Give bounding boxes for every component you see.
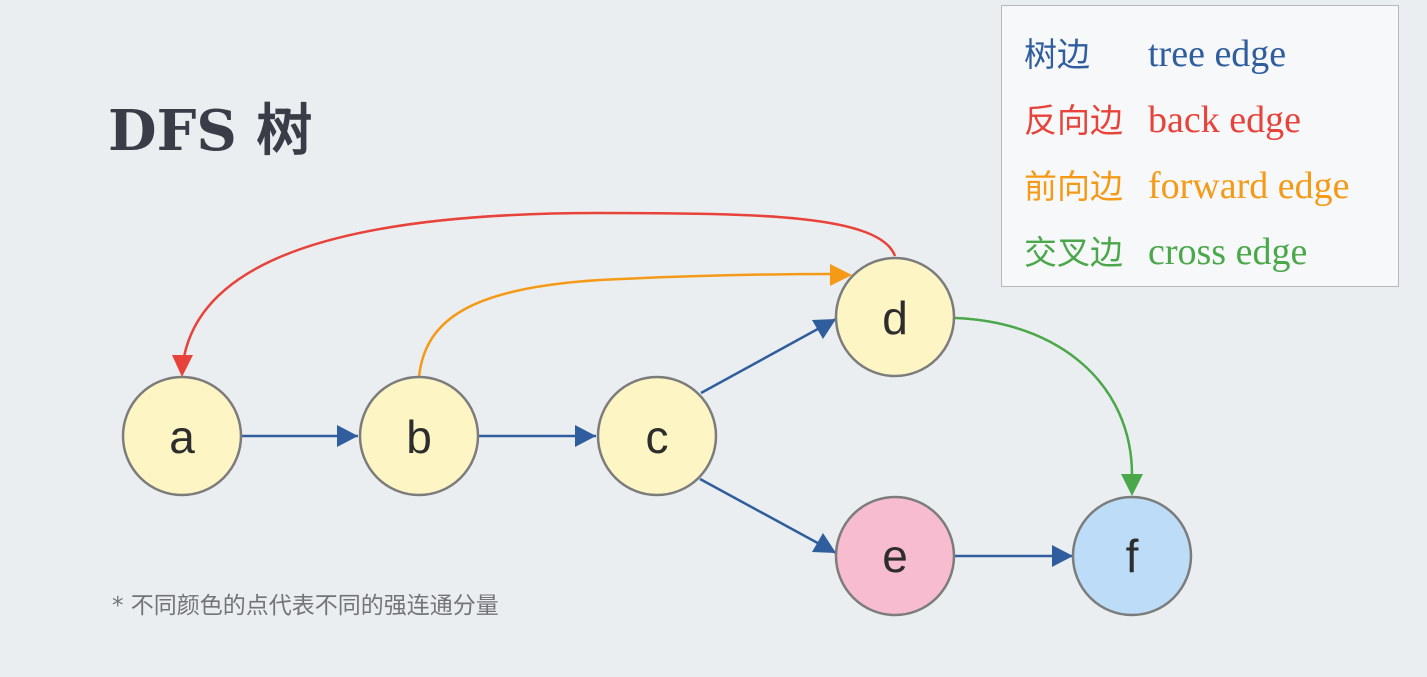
node-c: c bbox=[596, 375, 718, 497]
node-label: c bbox=[646, 411, 669, 463]
node-f: f bbox=[1071, 495, 1193, 617]
node-label: e bbox=[882, 530, 908, 582]
arrowhead-a-b bbox=[337, 425, 358, 447]
node-d: d bbox=[834, 256, 956, 378]
edge-c-d bbox=[700, 317, 837, 395]
arrowhead-b-d bbox=[830, 264, 852, 286]
legend-zh-label: 树边 bbox=[1024, 35, 1090, 74]
legend-item-cross-edge: 交叉边 cross edge bbox=[1024, 227, 1307, 277]
node-b: b bbox=[358, 375, 480, 497]
edge-b-d bbox=[417, 272, 833, 378]
node-circle bbox=[834, 495, 956, 617]
edges bbox=[172, 211, 1143, 567]
legend-item-forward-edge: 前向边 forward edge bbox=[1024, 161, 1350, 211]
edge-d-f bbox=[954, 316, 1134, 476]
edge-c-e bbox=[699, 477, 837, 555]
legend-en-label: forward edge bbox=[1148, 165, 1350, 207]
node-label: d bbox=[882, 292, 908, 344]
legend-zh-label: 前向边 bbox=[1024, 167, 1123, 206]
legend-zh-label: 反向边 bbox=[1024, 101, 1123, 140]
node-circle bbox=[358, 375, 480, 497]
arrowhead-e-f bbox=[1052, 545, 1073, 567]
legend-en-label: cross edge bbox=[1148, 231, 1308, 273]
footnote: * 不同颜色的点代表不同的强连通分量 bbox=[112, 593, 499, 619]
arrowhead-c-d bbox=[812, 319, 836, 339]
node-a: a bbox=[121, 375, 243, 497]
arrowhead-b-c bbox=[575, 425, 596, 447]
legend-zh-label: 交叉边 bbox=[1024, 233, 1123, 272]
arrowhead-d-a bbox=[172, 355, 193, 377]
legend-en-label: tree edge bbox=[1148, 33, 1287, 75]
node-circle bbox=[1071, 495, 1193, 617]
legend-item-back-edge: 反向边 back edge bbox=[1024, 95, 1301, 145]
node-label: b bbox=[406, 411, 432, 463]
edge-d-a bbox=[180, 211, 897, 373]
node-e: e bbox=[834, 495, 956, 617]
arrowhead-d-f bbox=[1121, 474, 1143, 496]
legend-en-label: back edge bbox=[1148, 99, 1301, 141]
edge-legend: 树边 tree edge 反向边 back edge 前向边 forward edge… bbox=[1001, 5, 1399, 287]
node-label: f bbox=[1126, 530, 1139, 582]
page-title: DFS 树 bbox=[108, 98, 313, 164]
node-circle bbox=[121, 375, 243, 497]
nodes: a b c d e f bbox=[121, 256, 1193, 617]
arrowhead-c-e bbox=[812, 533, 836, 553]
legend-item-tree-edge: 树边 tree edge bbox=[1024, 29, 1286, 79]
node-circle bbox=[834, 256, 956, 378]
node-label: a bbox=[169, 411, 195, 463]
node-circle bbox=[596, 375, 718, 497]
